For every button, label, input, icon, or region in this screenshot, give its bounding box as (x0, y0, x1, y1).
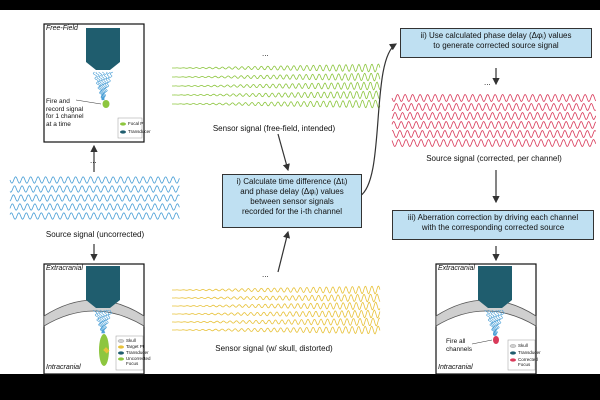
signal-trace (9, 194, 180, 202)
legend-label: Skull (126, 338, 136, 343)
skull-signal-label: Sensor signal (w/ skull, distorted) (215, 344, 333, 353)
beam-line (102, 309, 110, 334)
signal-trace (172, 63, 381, 73)
signal-trace (9, 203, 180, 211)
corrected-focus-icon (493, 336, 499, 344)
signal-trace (172, 72, 381, 82)
beam-line (493, 309, 505, 336)
step1-box: i) Calculate time difference (Δtᵢ) and p… (222, 174, 362, 228)
signal-trace (391, 111, 597, 121)
transducer-icon (86, 266, 120, 308)
skull-panel-right (435, 263, 537, 375)
extracranial-title: Extracranial (46, 265, 83, 272)
signal-trace (172, 301, 381, 311)
note-line: for 1 channel (46, 113, 84, 120)
legend-label: Corrected (518, 357, 538, 362)
corrected-signal-label: Source signal (corrected, per channel) (426, 154, 562, 163)
beam-line (101, 71, 111, 101)
source-signal-waves (9, 176, 180, 220)
signal-trace (9, 176, 180, 184)
note-line: Fire all (446, 338, 466, 345)
skull-shape (43, 299, 145, 327)
note-line: record signal (46, 105, 84, 113)
note-line: Fire and (46, 98, 70, 105)
legend-label: Transducer (518, 350, 541, 355)
beam-lines (93, 309, 112, 334)
legend-label: Target Pt (126, 344, 145, 349)
freefield-signal-label: Sensor signal (free-field, intended) (212, 124, 336, 133)
signal-trace (172, 293, 381, 303)
signal-trace (391, 129, 597, 139)
legend-label: Focus (518, 362, 531, 367)
beam-line (484, 309, 496, 336)
freefield-title: Free-Field (46, 25, 78, 32)
freefield-signal-waves (172, 63, 381, 109)
signal-trace (172, 285, 381, 295)
signal-trace (172, 81, 381, 91)
step-line: with the corresponding corrected source (421, 223, 565, 232)
step3-box: iii) Aberration correction by driving ea… (392, 210, 594, 240)
signal-trace (172, 99, 381, 109)
step-line: i) Calculate time difference (Δtᵢ) (236, 177, 348, 186)
step-line: iii) Aberration correction by driving ea… (407, 213, 579, 222)
signal-trace (391, 120, 597, 130)
freefield-note: Fire and record signal for 1 channel at … (46, 98, 84, 128)
legend-label: Transducer (128, 129, 151, 134)
fire-all-note: Fire all channels (446, 338, 472, 353)
signal-trace (172, 325, 381, 335)
legend-label: Focal Pt (128, 121, 145, 126)
legend-label: Focus (126, 361, 139, 366)
note-line: at a time (46, 120, 71, 128)
signal-trace (172, 317, 380, 327)
signal-trace (391, 102, 596, 112)
corrected-signal-waves (391, 93, 597, 148)
ellipsis: ... (262, 49, 269, 58)
beam-line (102, 309, 112, 334)
beam-line (96, 309, 105, 334)
beam-line (101, 71, 108, 100)
step-line: to generate corrected source signal (433, 41, 559, 50)
signal-trace (9, 212, 180, 220)
signal-trace (9, 185, 180, 193)
signal-trace (172, 90, 381, 100)
ellipsis: ... (90, 156, 97, 165)
signal-trace (391, 138, 597, 148)
step-line: and phase delay (Δφᵢ) values (240, 187, 344, 196)
step-line: between sensor signals (250, 197, 334, 206)
note-line: channels (446, 345, 473, 353)
beam-line (102, 71, 114, 101)
skull-panel-left (43, 263, 145, 375)
intracranial-title: Intracranial (46, 364, 81, 371)
extracranial-title: Extracranial (438, 265, 475, 272)
signal-trace (172, 309, 381, 319)
beam-lines (484, 309, 505, 336)
transducer-icon (478, 266, 512, 308)
skull-shape (435, 299, 537, 327)
beam-lines (92, 71, 114, 101)
legend-label: Uncorrected (126, 356, 151, 361)
signal-trace (391, 93, 597, 103)
source-signal-label: Source signal (uncorrected) (45, 230, 145, 239)
flow-arrows (90, 43, 500, 273)
free-field-panel (43, 23, 145, 143)
beam-line (493, 309, 500, 336)
legend-label: Transducer (126, 350, 149, 355)
beam-line (493, 309, 502, 336)
focal-point-icon (102, 100, 110, 108)
intracranial-title: Intracranial (438, 364, 473, 371)
step2-box: ii) Use calculated phase delay (Δφᵢ) val… (400, 28, 592, 58)
beam-line (101, 71, 105, 101)
skull-signal-waves (172, 285, 381, 335)
step-line: ii) Use calculated phase delay (Δφᵢ) val… (420, 31, 572, 40)
ellipsis: ... (484, 78, 491, 87)
ellipsis: ... (262, 270, 269, 279)
transducer-icon (86, 28, 120, 70)
step-line: recorded for the i-th channel (241, 207, 343, 216)
legend-label: Skull (518, 343, 528, 348)
